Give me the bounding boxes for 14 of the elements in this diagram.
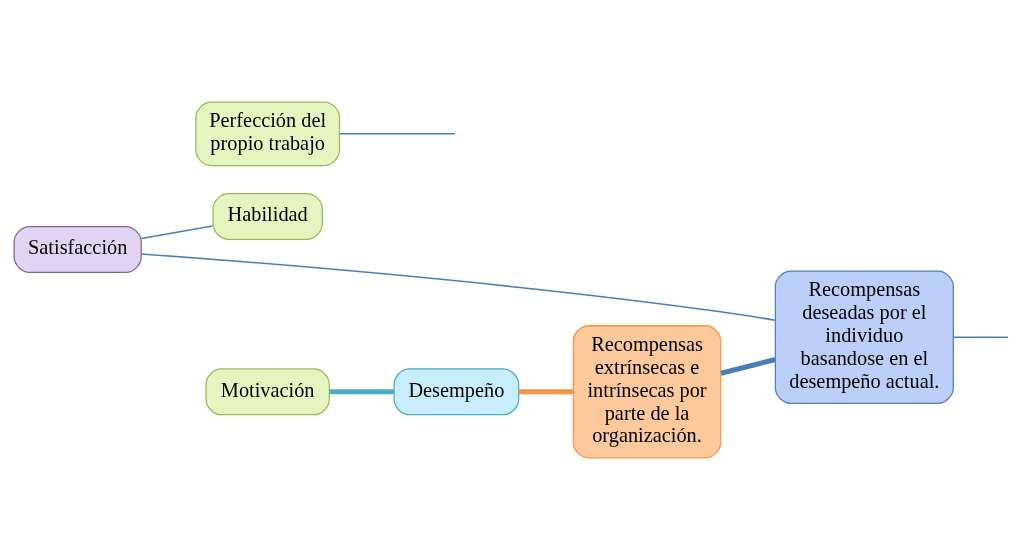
node-box: Habilidad xyxy=(212,192,323,240)
connector xyxy=(339,133,456,135)
connector xyxy=(952,336,1009,338)
node-box: Recompensas deseadas por el individuo basandose en el desempeño actual. xyxy=(774,270,954,404)
connector xyxy=(140,225,214,240)
connector xyxy=(140,253,776,322)
node-box: Desempeño xyxy=(393,368,520,416)
node-box: Motivación xyxy=(205,368,330,416)
connector xyxy=(720,357,776,376)
node-box: Perfección del propio trabajo xyxy=(195,101,341,167)
node-box: Satisfacción xyxy=(13,226,142,273)
connector xyxy=(518,389,574,395)
connector xyxy=(329,389,394,395)
node-box: Recompensas extrínsecas e intrínsecas por parte de la organización. xyxy=(572,325,722,459)
